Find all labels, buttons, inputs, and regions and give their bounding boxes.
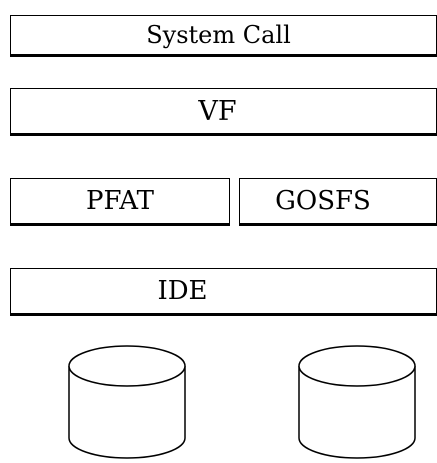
gosfs-label: GOSFS <box>275 186 371 216</box>
disk-cylinder-icon <box>298 345 416 459</box>
system-call-layer: System Call <box>10 15 437 57</box>
pfat-label: PFAT <box>86 186 154 216</box>
pfat-layer: PFAT <box>10 178 230 226</box>
ide-layer: IDE <box>10 268 437 316</box>
gosfs-layer: GOSFS <box>239 178 437 226</box>
disk-cylinder-icon <box>68 345 186 459</box>
ide-label: IDE <box>157 276 208 306</box>
system-call-label: System Call <box>146 21 291 49</box>
vf-label: VF <box>198 95 237 127</box>
vf-layer: VF <box>10 88 437 136</box>
